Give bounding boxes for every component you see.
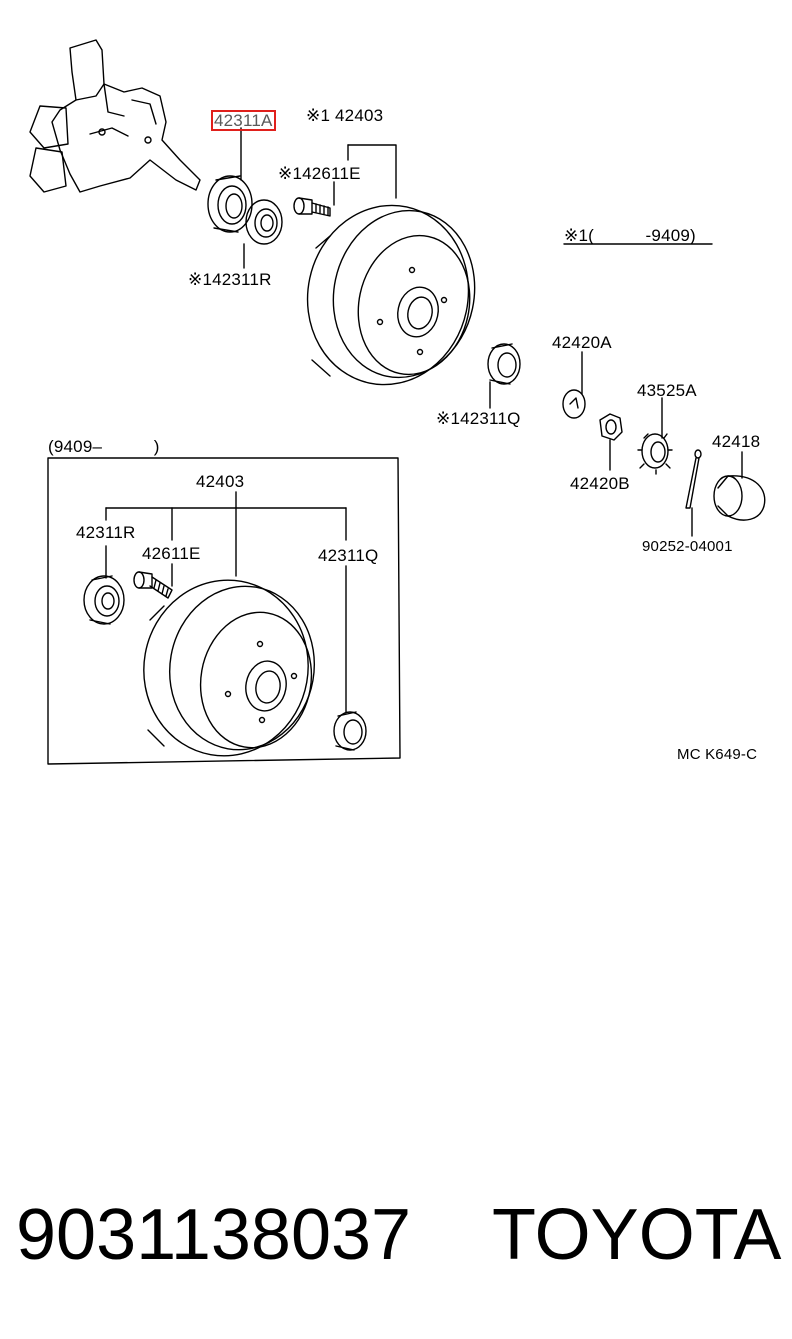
inset-bearing-42311r-drawing xyxy=(83,575,125,625)
applicability-note: ※1( -9409) xyxy=(564,226,696,245)
inset-frame xyxy=(47,457,401,765)
leader-lines-top xyxy=(240,127,743,537)
reference-code: MC K649-C xyxy=(677,746,758,763)
callout-nut-lock[interactable]: 43525A xyxy=(637,381,697,400)
cotter-pin-drawing xyxy=(685,449,702,509)
nut-lock-drawing xyxy=(637,433,673,475)
hub-nut-drawing xyxy=(599,413,623,441)
inset-bearing-42311q-drawing xyxy=(333,711,367,751)
hub-bolt-top-drawing xyxy=(293,197,331,217)
callout-inset-bolt[interactable]: 42611E xyxy=(142,544,201,563)
callout-42311a-selected[interactable]: 42311A xyxy=(211,110,276,131)
callout-bolt-top[interactable]: ※142611E xyxy=(278,164,361,183)
steering-knuckle xyxy=(29,39,201,193)
callout-drum-top[interactable]: ※1 42403 xyxy=(306,106,384,125)
callout-grease-cap[interactable]: 42418 xyxy=(712,432,761,451)
inset-brake-drum-drawing xyxy=(143,579,316,757)
callout-outer-bearing-top[interactable]: ※142311Q xyxy=(436,409,521,428)
callout-inset-inner-bearing[interactable]: 42311R xyxy=(76,523,136,542)
brand-name: TOYOTA xyxy=(492,1195,782,1275)
seal-42311a-drawing xyxy=(207,175,253,233)
callout-inset-outer-bearing[interactable]: 42311Q xyxy=(318,546,379,565)
callout-hub-nut[interactable]: 42420B xyxy=(570,474,630,493)
grease-cap-drawing xyxy=(713,475,766,521)
callout-inner-bearing-top[interactable]: ※142311R xyxy=(188,270,272,289)
bearing-42311q-top-drawing xyxy=(487,343,521,385)
callout-cotter-pin[interactable]: 90252-04001 xyxy=(642,538,733,555)
brake-drum-top-drawing xyxy=(306,204,476,386)
callout-lock-cap[interactable]: 42420A xyxy=(552,333,612,352)
parts-diagram xyxy=(29,39,766,765)
inset-range-label: (9409– ) xyxy=(48,437,160,456)
part-number: 9031138037 xyxy=(16,1195,412,1275)
lock-washer-drawing xyxy=(562,389,586,419)
callout-inset-drum[interactable]: 42403 xyxy=(196,472,245,491)
inset-hub-bolt-drawing xyxy=(133,571,173,599)
bearing-42311r-drawing xyxy=(245,199,283,245)
leader-lines-inset xyxy=(105,491,347,713)
